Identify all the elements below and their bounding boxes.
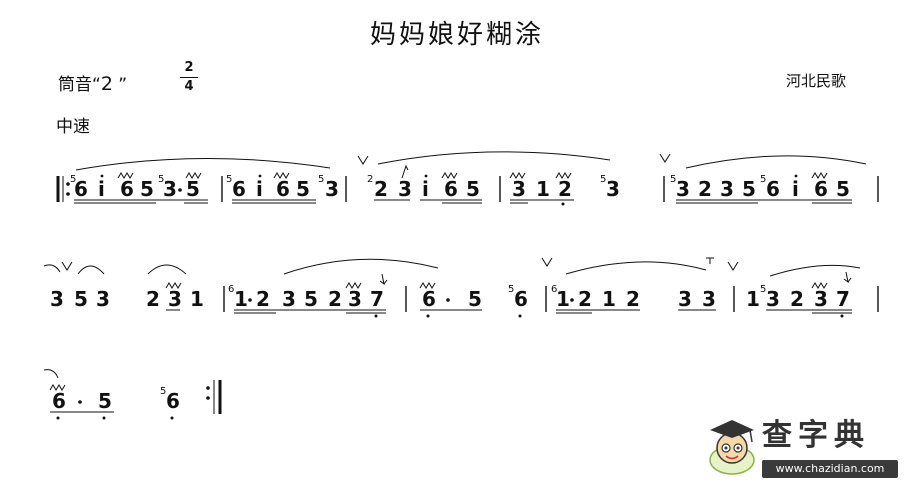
song-origin: 河北民歌 (786, 72, 847, 90)
svg-text:3: 3 (702, 287, 716, 311)
svg-text:6: 6 (276, 177, 290, 201)
key-label: 筒音“ (58, 75, 101, 95)
time-signature: 2 4 (180, 60, 198, 95)
svg-text:1: 1 (746, 287, 760, 311)
svg-text:6: 6 (422, 287, 436, 311)
svg-text:6: 6 (74, 177, 88, 201)
svg-text:1: 1 (234, 287, 248, 311)
svg-text:3: 3 (606, 177, 620, 201)
svg-text:5: 5 (296, 177, 310, 201)
svg-text:i: i (98, 177, 105, 201)
svg-text:7: 7 (370, 287, 384, 311)
svg-text:5: 5 (466, 177, 480, 201)
svg-text:7: 7 (836, 287, 850, 311)
page-title: 妈妈娘好糊涂 (369, 20, 544, 50)
svg-text:2: 2 (558, 177, 572, 201)
watermark-url: www.chazidian.com (762, 460, 898, 478)
svg-text:5: 5 (158, 174, 164, 185)
svg-text:1: 1 (536, 177, 550, 201)
watermark-text: 查字典 (762, 418, 870, 453)
svg-text:1: 1 (556, 287, 570, 311)
svg-text:3: 3 (168, 287, 182, 311)
key-indication: 筒音“2 ” (58, 70, 127, 95)
svg-text:5: 5 (468, 287, 482, 311)
svg-text:5: 5 (160, 386, 166, 397)
svg-text:2: 2 (256, 287, 270, 311)
svg-text:3: 3 (96, 287, 110, 311)
svg-text:1: 1 (190, 287, 204, 311)
svg-text:1: 1 (602, 287, 616, 311)
svg-text:3: 3 (163, 177, 177, 201)
svg-text:5: 5 (226, 174, 232, 185)
svg-text:3: 3 (814, 287, 828, 311)
meter-bottom: 4 (184, 79, 194, 94)
svg-text:6: 6 (766, 177, 780, 201)
scholar-cap-icon (709, 420, 755, 475)
svg-text:6: 6 (166, 389, 180, 413)
svg-text:2: 2 (328, 287, 342, 311)
svg-text:5: 5 (70, 174, 76, 185)
watermark-logo: 查字典 www.chazidian.com (700, 408, 900, 486)
svg-text:6: 6 (814, 177, 828, 201)
svg-text:i: i (422, 177, 429, 201)
tempo-marking: 中速 (56, 117, 90, 137)
svg-text:3: 3 (398, 177, 412, 201)
svg-text:5: 5 (318, 174, 324, 185)
svg-text:2: 2 (578, 287, 592, 311)
svg-text:6: 6 (120, 177, 134, 201)
svg-text:3: 3 (512, 177, 526, 201)
svg-text:5: 5 (140, 177, 154, 201)
svg-text:5: 5 (186, 177, 200, 201)
svg-text:3: 3 (282, 287, 296, 311)
svg-text:5: 5 (600, 174, 606, 185)
svg-text:6: 6 (444, 177, 458, 201)
key-suffix: ” (112, 75, 128, 95)
svg-text:5: 5 (760, 174, 766, 185)
svg-text:i: i (792, 177, 799, 201)
meter-top: 2 (184, 60, 194, 75)
svg-text:3: 3 (678, 287, 692, 311)
svg-text:2: 2 (367, 174, 373, 185)
svg-text:3: 3 (720, 177, 734, 201)
svg-text:5: 5 (304, 287, 318, 311)
svg-text:3: 3 (766, 287, 780, 311)
svg-text:6: 6 (551, 284, 557, 295)
key-note: 2 (100, 73, 113, 95)
svg-text:5: 5 (760, 284, 766, 295)
svg-text:3: 3 (50, 287, 64, 311)
svg-text:2: 2 (698, 177, 712, 201)
svg-text:2: 2 (626, 287, 640, 311)
svg-text:3: 3 (676, 177, 690, 201)
svg-text:3: 3 (325, 177, 339, 201)
phrase-slur (75, 157, 331, 171)
svg-text:6: 6 (228, 284, 234, 295)
svg-text:6: 6 (52, 389, 66, 413)
score-line-1: 5 6 i 6 5 5 3 5 5 6 i 6 5 5 3 2 2 3 i (56, 151, 879, 206)
svg-text:2: 2 (146, 287, 160, 311)
svg-text:5: 5 (74, 287, 88, 311)
svg-text:5: 5 (98, 389, 112, 413)
score-line-2: 3 5 3 2 3 1 6 1 2 3 5 2 3 7 6 5 5 6 (43, 257, 879, 318)
score-line-3: 6 5 5 6 (43, 369, 222, 420)
svg-text:3: 3 (348, 287, 362, 311)
svg-text:2: 2 (790, 287, 804, 311)
svg-text:i: i (256, 177, 263, 201)
svg-text:5: 5 (508, 284, 514, 295)
svg-text:6: 6 (514, 287, 528, 311)
svg-text:5: 5 (742, 177, 756, 201)
svg-text:2: 2 (374, 177, 388, 201)
svg-text:6: 6 (232, 177, 246, 201)
svg-text:5: 5 (836, 177, 850, 201)
svg-text:5: 5 (670, 174, 676, 185)
